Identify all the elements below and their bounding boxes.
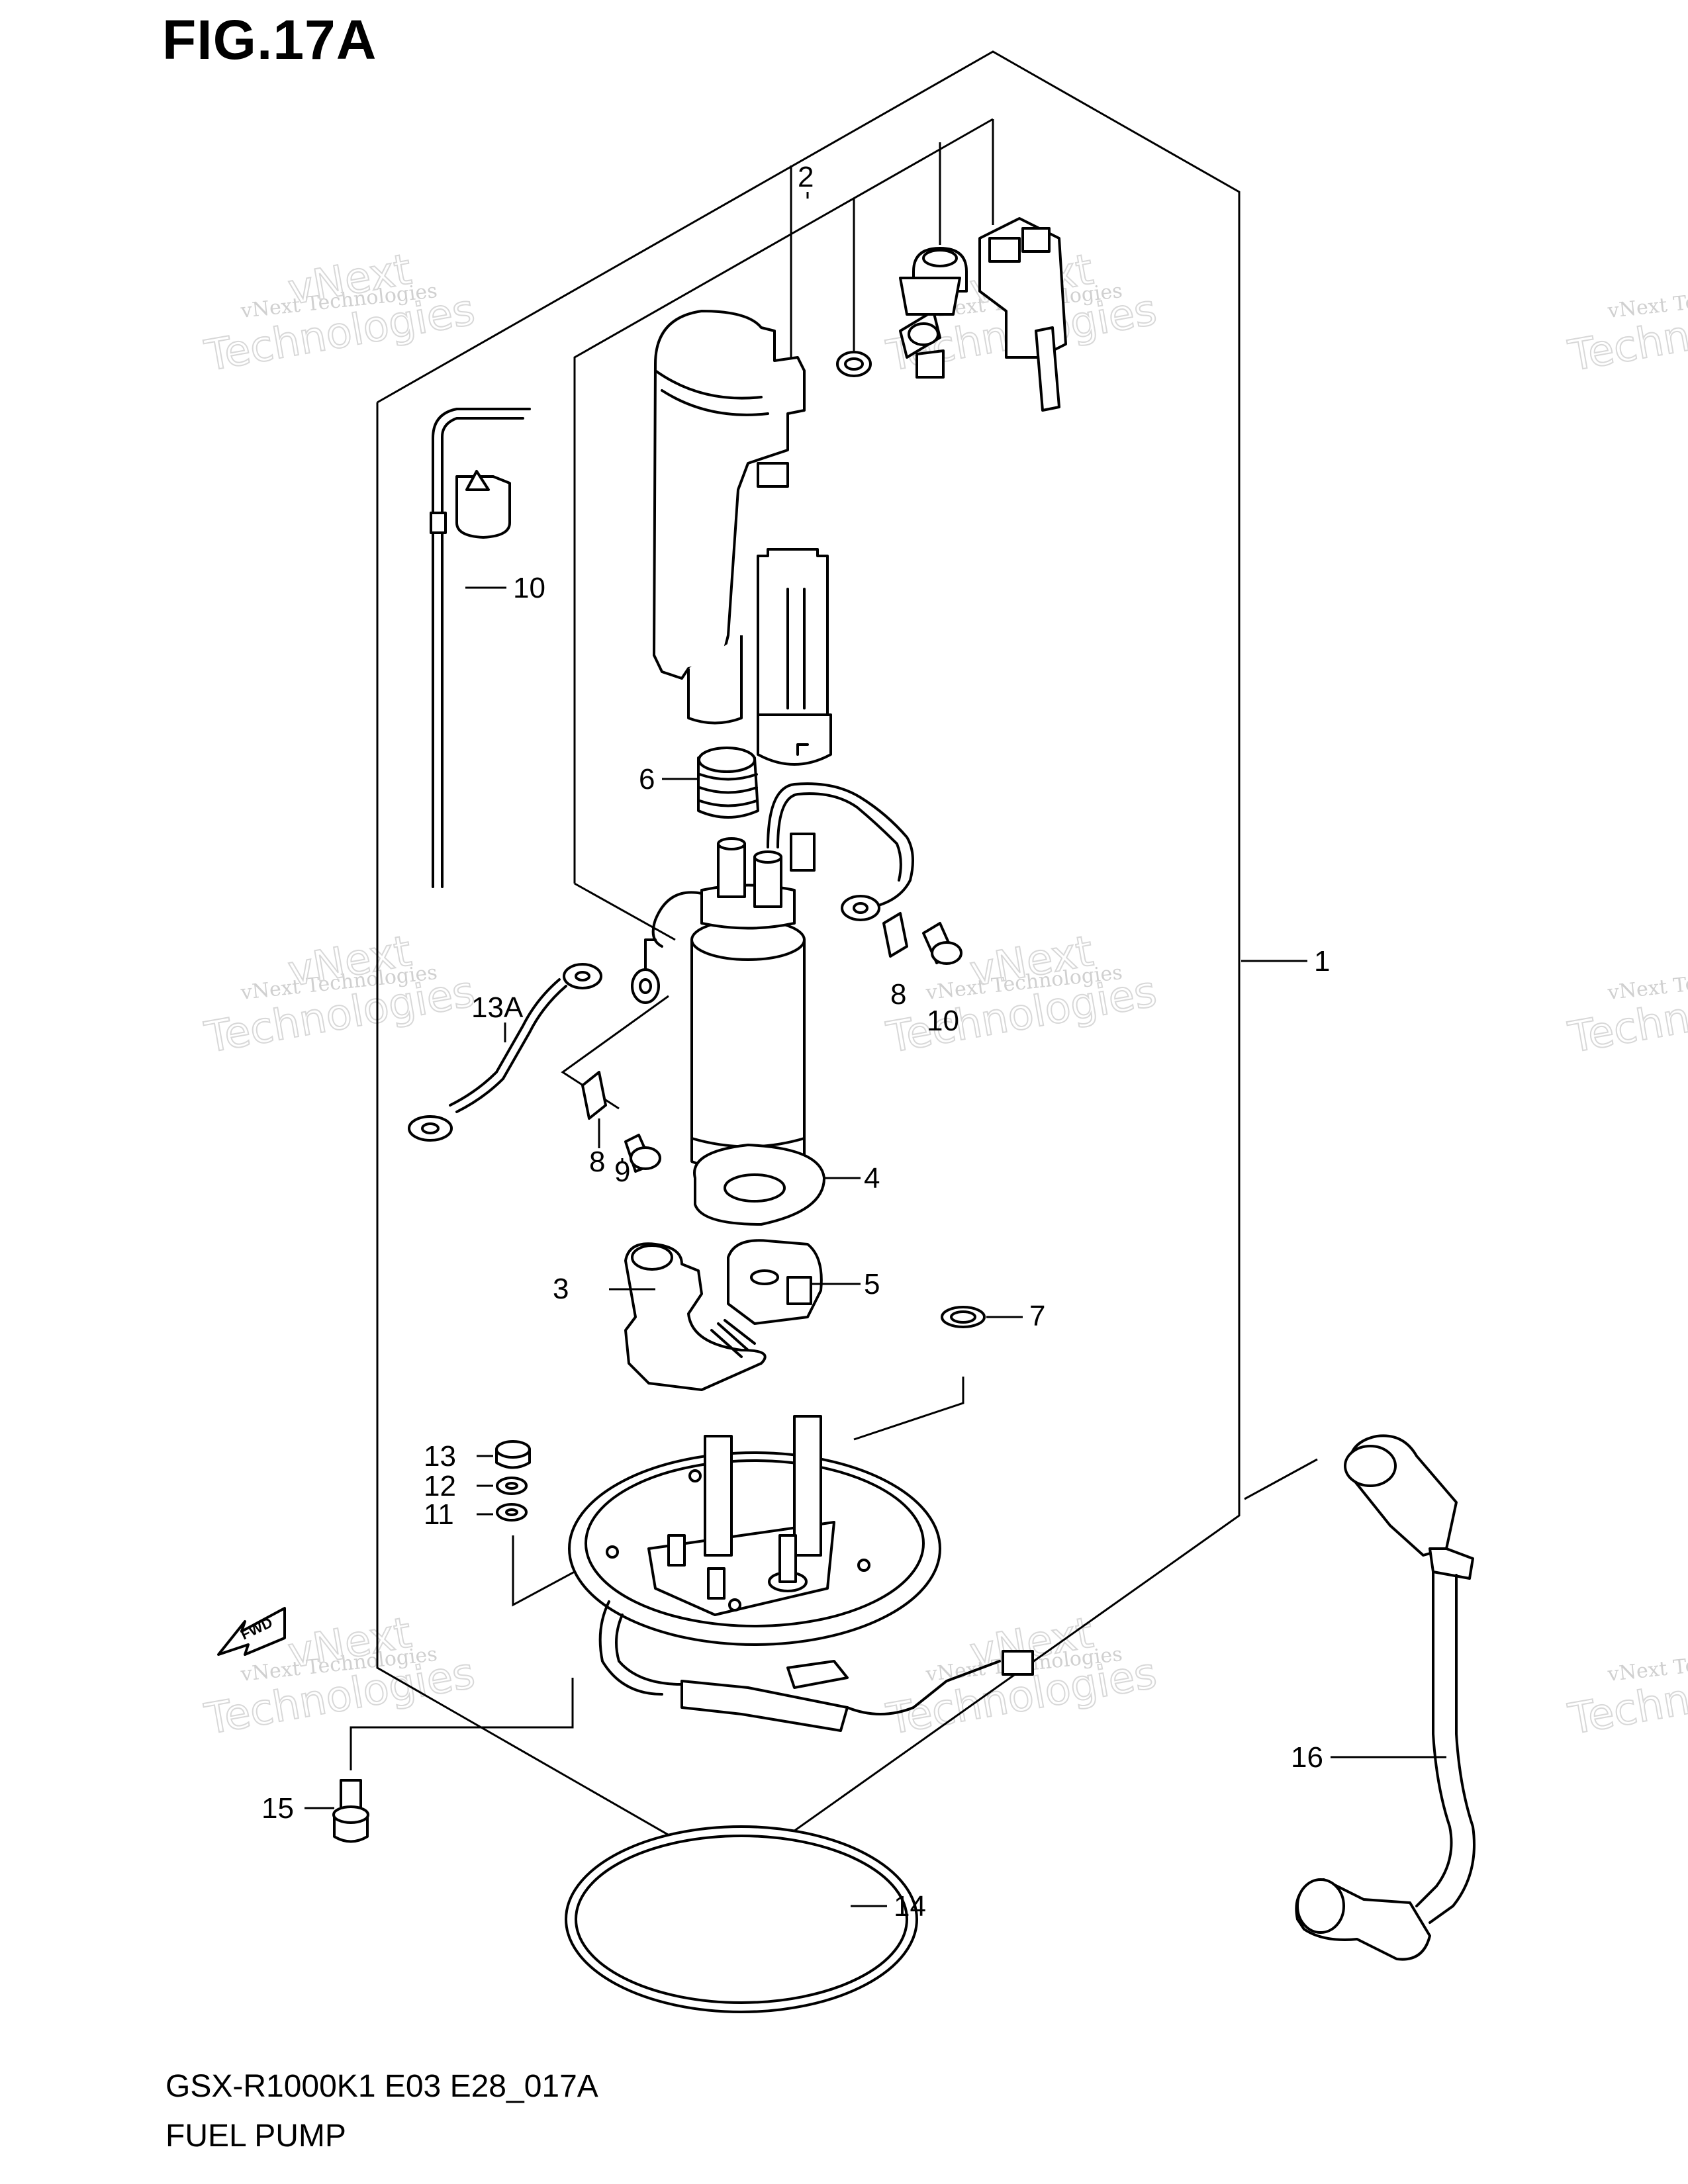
callout-1: 1 — [1314, 945, 1330, 978]
callout-12: 12 — [424, 1470, 456, 1502]
part-13-nut — [495, 1440, 531, 1469]
watermark-bottom-center: vNext Technologies Technologies vNext — [882, 1608, 1161, 1745]
part-6-filter-boot — [697, 747, 759, 819]
watermark-top-right: vNext Technologies Technologies — [1564, 279, 1688, 382]
callout-7: 7 — [1029, 1300, 1045, 1332]
part-15-bolt — [332, 1779, 369, 1843]
callout-leaders — [305, 192, 1446, 1907]
watermark-top-left: vNext Technologies Technologies vNext — [201, 244, 479, 382]
part-14-gasket — [565, 1825, 918, 2013]
model-code: GSX-R1000K1 E03 E28_017A — [165, 2069, 598, 2104]
callout-14: 14 — [894, 1890, 926, 1923]
callout-5: 5 — [864, 1268, 880, 1300]
pump-base-plate — [568, 1415, 1034, 1732]
pump-wiring — [631, 782, 914, 1004]
figure-title: FIG.17A — [162, 9, 377, 71]
diagram-name: FUEL PUMP — [165, 2118, 346, 2154]
part-12-lock-washer — [496, 1477, 528, 1495]
part-2-fuel-pump-holder — [653, 310, 832, 766]
callout-13a: 13A — [471, 991, 524, 1024]
fwd-arrow-icon: FWD — [217, 1607, 286, 1656]
watermark-mid-left: vNext Technologies Technologies vNext — [201, 926, 479, 1064]
subassembly-2-outline — [573, 118, 994, 884]
part-10-breather-hose — [430, 408, 531, 888]
part-11-washer — [496, 1503, 528, 1522]
callout-15: 15 — [261, 1792, 294, 1825]
part-10-screw-right — [922, 922, 962, 965]
part-13a-ground-wire — [408, 963, 602, 1142]
callout-6: 6 — [639, 763, 655, 796]
callout-3: 3 — [553, 1273, 569, 1305]
callout-10-screw: 10 — [927, 1005, 959, 1037]
part-16-fuel-hose — [1295, 1434, 1476, 1961]
part-9-screw — [624, 1134, 661, 1173]
callout-8-right: 8 — [890, 978, 906, 1011]
callout-8-left: 8 — [589, 1146, 605, 1178]
part-8-clip-left — [581, 1071, 607, 1120]
fuel-pump-motor — [690, 833, 816, 1175]
assembly-outline — [376, 50, 1241, 1874]
part-3-level-sender — [624, 1242, 767, 1391]
callout-16: 16 — [1291, 1741, 1323, 1774]
callout-11: 11 — [424, 1498, 454, 1531]
callout-2: 2 — [798, 161, 814, 193]
watermark-mid-center: vNext Technologies Technologies vNext — [882, 926, 1161, 1064]
watermark-mid-right: vNext Technologies Technologies — [1564, 961, 1688, 1064]
callout-4: 4 — [864, 1162, 880, 1195]
callout-9: 9 — [614, 1156, 630, 1188]
part-2-fittings — [836, 217, 1067, 412]
callouts: 1 2 3 4 5 6 7 8 8 9 10 10 11 12 13 13A 1… — [261, 161, 1330, 1923]
callout-13: 13 — [424, 1440, 456, 1473]
part-8-clip-right — [882, 912, 908, 958]
part-7-o-ring — [941, 1306, 986, 1328]
part-4-cushion — [693, 1144, 825, 1226]
callout-10-hose: 10 — [513, 572, 545, 604]
part-5-bracket — [727, 1239, 823, 1325]
watermark-bottom-right: vNext Technologies Technologies — [1564, 1643, 1688, 1745]
